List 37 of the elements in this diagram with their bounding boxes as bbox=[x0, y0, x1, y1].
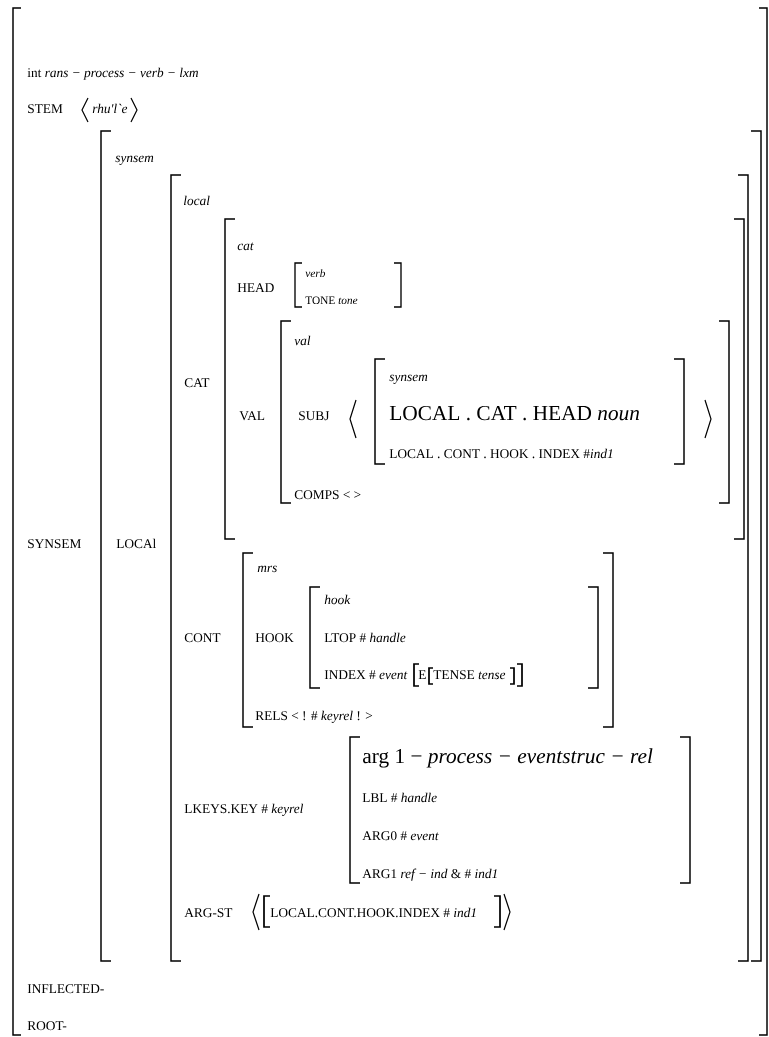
feature-label: LOCAL.CONT.HOOK.INDEX # ind1 bbox=[270, 907, 476, 918]
feature-label: STEM bbox=[28, 104, 63, 114]
feature-label: SUBJ bbox=[299, 411, 330, 421]
type-label: verb bbox=[305, 269, 326, 278]
type-label: cat bbox=[237, 242, 254, 251]
feature-label: LOCAL . CAT . HEAD noun bbox=[389, 405, 640, 421]
type-label: arg 1 − process − eventstruc − rel bbox=[363, 748, 653, 768]
feature-label: HEAD bbox=[237, 283, 274, 292]
feature-label: LTOP # handle bbox=[324, 632, 406, 643]
type-label: hook bbox=[324, 594, 351, 605]
feature-label: COMPS < > bbox=[294, 490, 361, 500]
type-label: val bbox=[294, 335, 311, 346]
feature-label: RELS < ! # keyrel ! > bbox=[255, 710, 373, 723]
feature-label: INDEX # event bbox=[324, 670, 408, 680]
type-label: mrs bbox=[257, 565, 277, 573]
feature-label: TENSE tense bbox=[433, 670, 506, 680]
feature-label: LOCAl bbox=[116, 538, 156, 549]
feature-label: HOOK bbox=[255, 633, 294, 643]
feature-label: CONT bbox=[184, 633, 221, 643]
feature-label: SYNSEM bbox=[28, 539, 81, 549]
feature-label: CAT bbox=[184, 378, 210, 388]
feature-label: INFLECTED- bbox=[27, 984, 104, 994]
feature-label: LKEYS.KEY # keyrel bbox=[184, 803, 304, 816]
feature-label: ROOT- bbox=[27, 1021, 67, 1031]
value-label: rhu'l`e bbox=[92, 103, 128, 114]
feature-label: LOCAL . CONT . HOOK . INDEX #ind1 bbox=[389, 448, 613, 459]
feature-label: E bbox=[418, 670, 426, 679]
feature-label: ARG0 # event bbox=[362, 831, 439, 841]
type-label: int rans − process − verb − lxm bbox=[27, 67, 198, 80]
feature-label: LBL # handle bbox=[362, 792, 437, 803]
feature-label: ARG-ST bbox=[184, 908, 233, 918]
type-label: synsem bbox=[389, 374, 428, 384]
feature-label: TONE tone bbox=[305, 296, 358, 305]
feature-label: ARG1 ref − ind & # ind1 bbox=[362, 868, 497, 881]
type-label: synsem bbox=[115, 155, 154, 165]
type-label: local bbox=[184, 195, 210, 206]
feature-label: VAL bbox=[239, 411, 265, 421]
